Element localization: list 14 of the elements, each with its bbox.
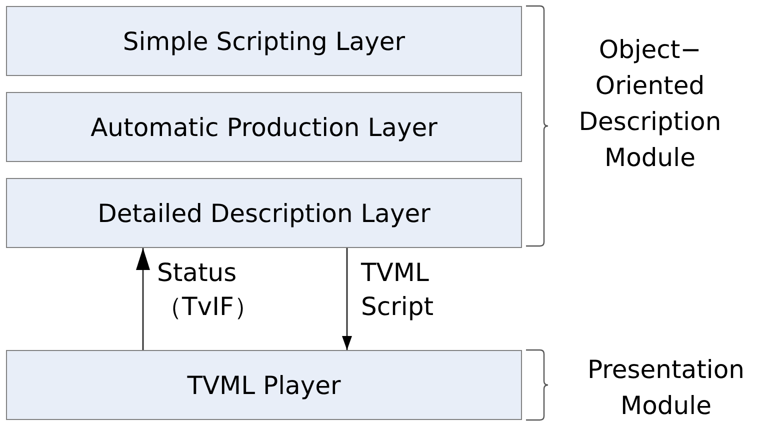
module-label: Presentation Module <box>586 354 746 422</box>
layer-label: TVML Player <box>187 370 341 400</box>
arrow <box>342 248 352 350</box>
arrow <box>136 248 150 350</box>
edge-label: TVML Script <box>361 257 435 323</box>
layer-box <box>6 6 522 76</box>
layer-box <box>6 350 522 420</box>
edge-label: Status （TvIF） <box>157 257 260 323</box>
layer-label: Detailed Description Layer <box>98 198 430 228</box>
layer-box <box>6 92 522 162</box>
module-label: Object− Oriented Description Module <box>578 34 722 174</box>
layer-label: Simple Scripting Layer <box>122 26 406 56</box>
layer-label: Automatic Production Layer <box>90 112 438 142</box>
layer-box <box>6 178 522 248</box>
